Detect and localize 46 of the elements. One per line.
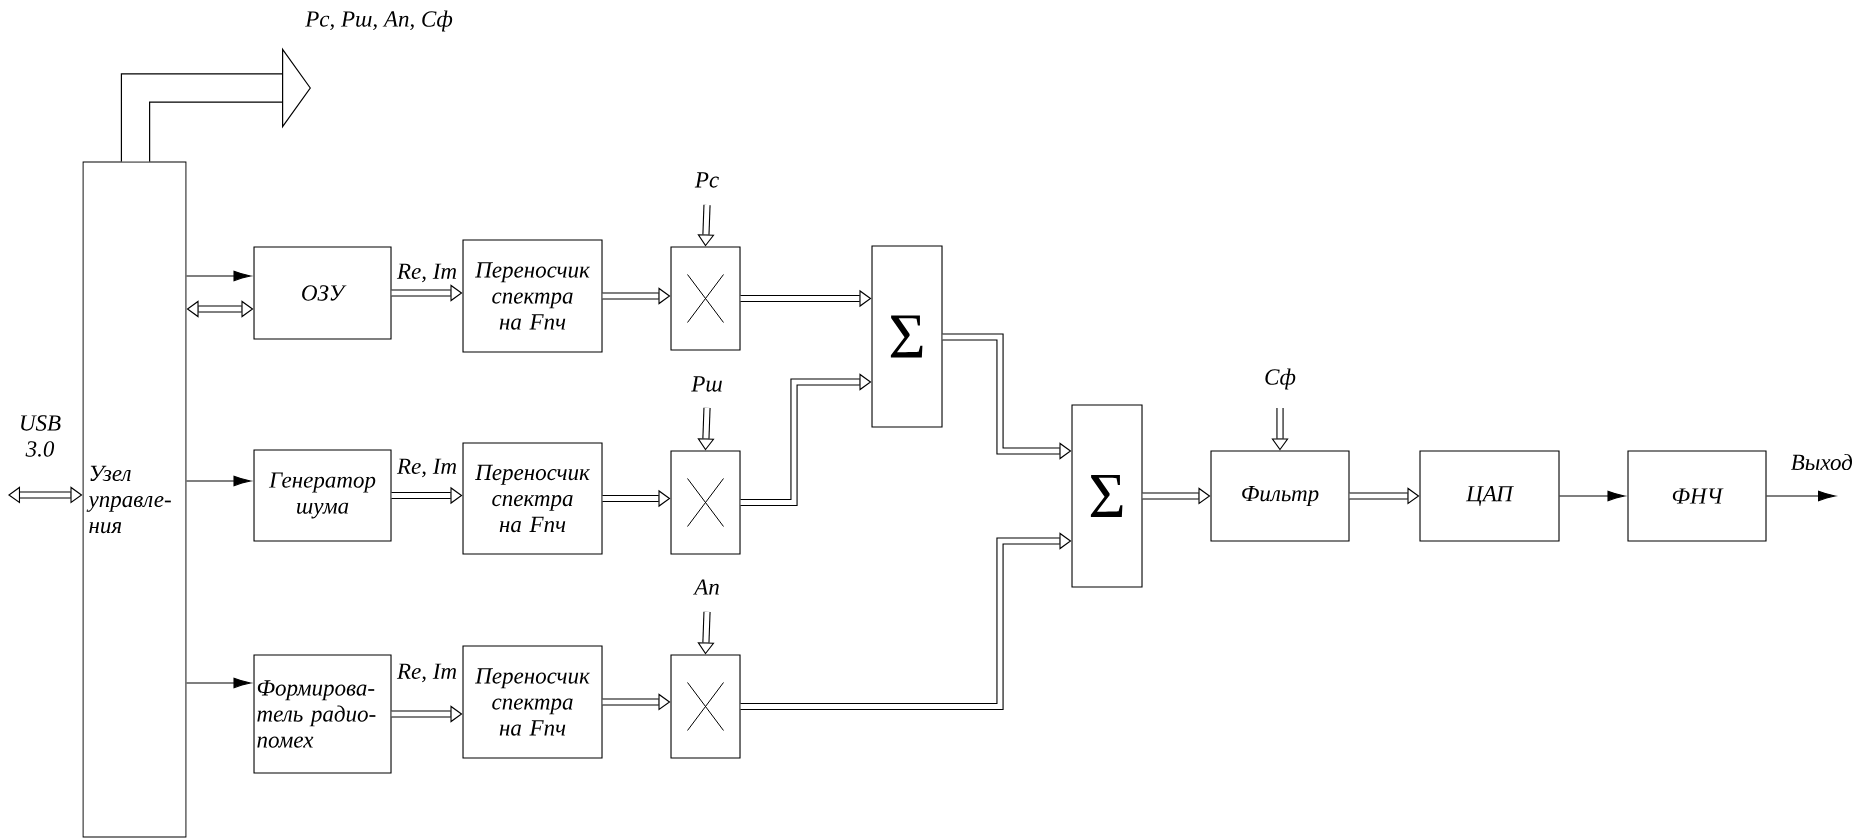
bus-arrow [697,611,715,655]
adder-box: Σ [1071,404,1143,588]
process-box: Генератор шума [253,449,392,542]
process-box: ЦАП [1419,450,1560,542]
multiplier-box [670,450,741,555]
bus-arrow [8,486,83,504]
edge-label: Re, Im [396,458,457,478]
bus-arrow [1349,487,1420,505]
bus-arrow [697,407,715,451]
edge-label: Сф [1265,368,1296,390]
edge-label: Выход [1790,453,1853,471]
edge-label: Ап [693,579,719,595]
process-box: Фильтр [1210,450,1350,542]
bus-arrow [942,333,1072,460]
bus-arrow [602,693,671,711]
arrow [186,270,251,282]
bus-arrow [740,373,872,507]
bus-arrow [391,284,463,302]
edge-label: Рс [694,172,719,188]
edge-label: Re, Im [396,663,457,683]
bus-arrow [1142,487,1211,505]
adder-box: Σ [871,245,943,428]
edge-label: Рш [691,376,722,392]
bus-arrow [697,204,715,247]
arrow [1559,490,1625,502]
edge-label: Рс, Рш, Ап, Сф [305,10,453,32]
process-box: Переносчик спектра на Fпч [462,645,603,759]
bus-arrow [740,532,1072,711]
process-box: Формирова- тель радио- помех [253,654,392,774]
bus-arrow [1271,408,1289,451]
bus-arrow [602,287,671,305]
multiplier-box [670,654,741,759]
process-box: ОЗУ [253,246,392,340]
arrow [186,475,251,487]
process-box: Переносчик спектра на Fпч [462,239,603,353]
bus-arrow [391,705,463,723]
bus-arrow [120,47,311,162]
process-box: Переносчик спектра на Fпч [462,442,603,555]
edge-label: USB 3.0 [21,415,61,457]
multiplier-box [670,246,741,351]
bus-arrow [186,300,254,318]
control-unit-box: Узел управле- ния [82,161,187,838]
process-box: ФНЧ [1627,450,1767,542]
arrow [186,677,251,689]
edge-label: Re, Im [396,263,457,283]
arrow [1766,490,1836,502]
